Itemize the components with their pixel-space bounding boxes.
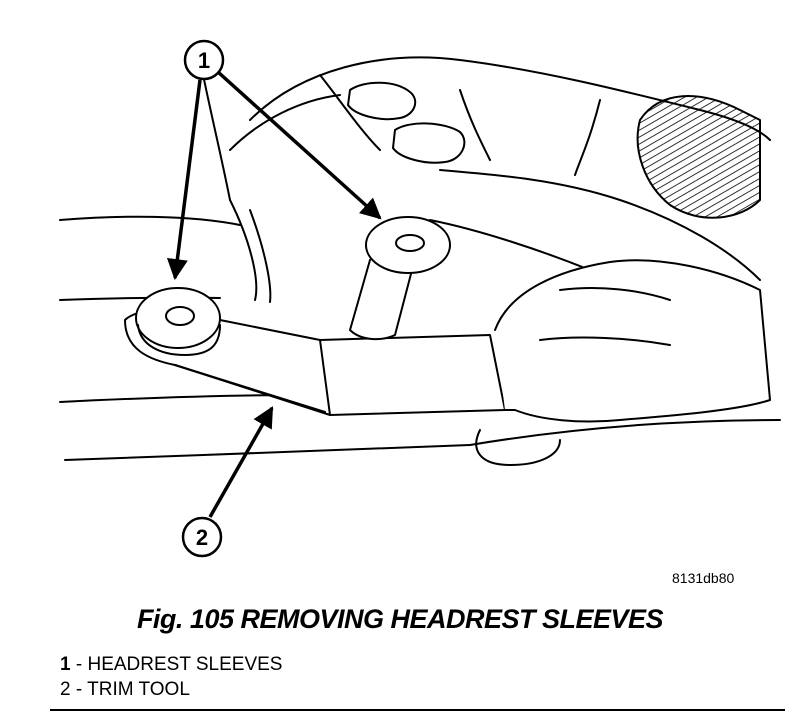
legend-number: 1 <box>60 654 71 675</box>
technical-illustration: 1 2 <box>59 39 781 558</box>
legend-separator: - <box>70 654 88 675</box>
bottom-rule <box>50 709 785 711</box>
svg-text:1: 1 <box>198 48 210 73</box>
legend-label: HEADREST SLEEVES <box>87 654 283 675</box>
callout-1: 1 <box>183 39 225 81</box>
image-code: 8131db80 <box>672 570 735 586</box>
figure-caption: Fig. 105 REMOVING HEADREST SLEEVES <box>136 604 664 634</box>
legend: 1 - HEADREST SLEEVES 2 - TRIM TOOL <box>60 652 282 702</box>
legend-separator: - <box>70 679 88 700</box>
speaker-grille <box>636 95 761 219</box>
callout-2: 2 <box>181 516 223 558</box>
legend-item: 2 - TRIM TOOL <box>60 677 282 702</box>
legend-item: 1 - HEADREST SLEEVES <box>60 652 282 677</box>
legend-label: TRIM TOOL <box>87 679 190 700</box>
svg-text:2: 2 <box>196 525 208 550</box>
legend-number: 2 <box>60 679 71 700</box>
